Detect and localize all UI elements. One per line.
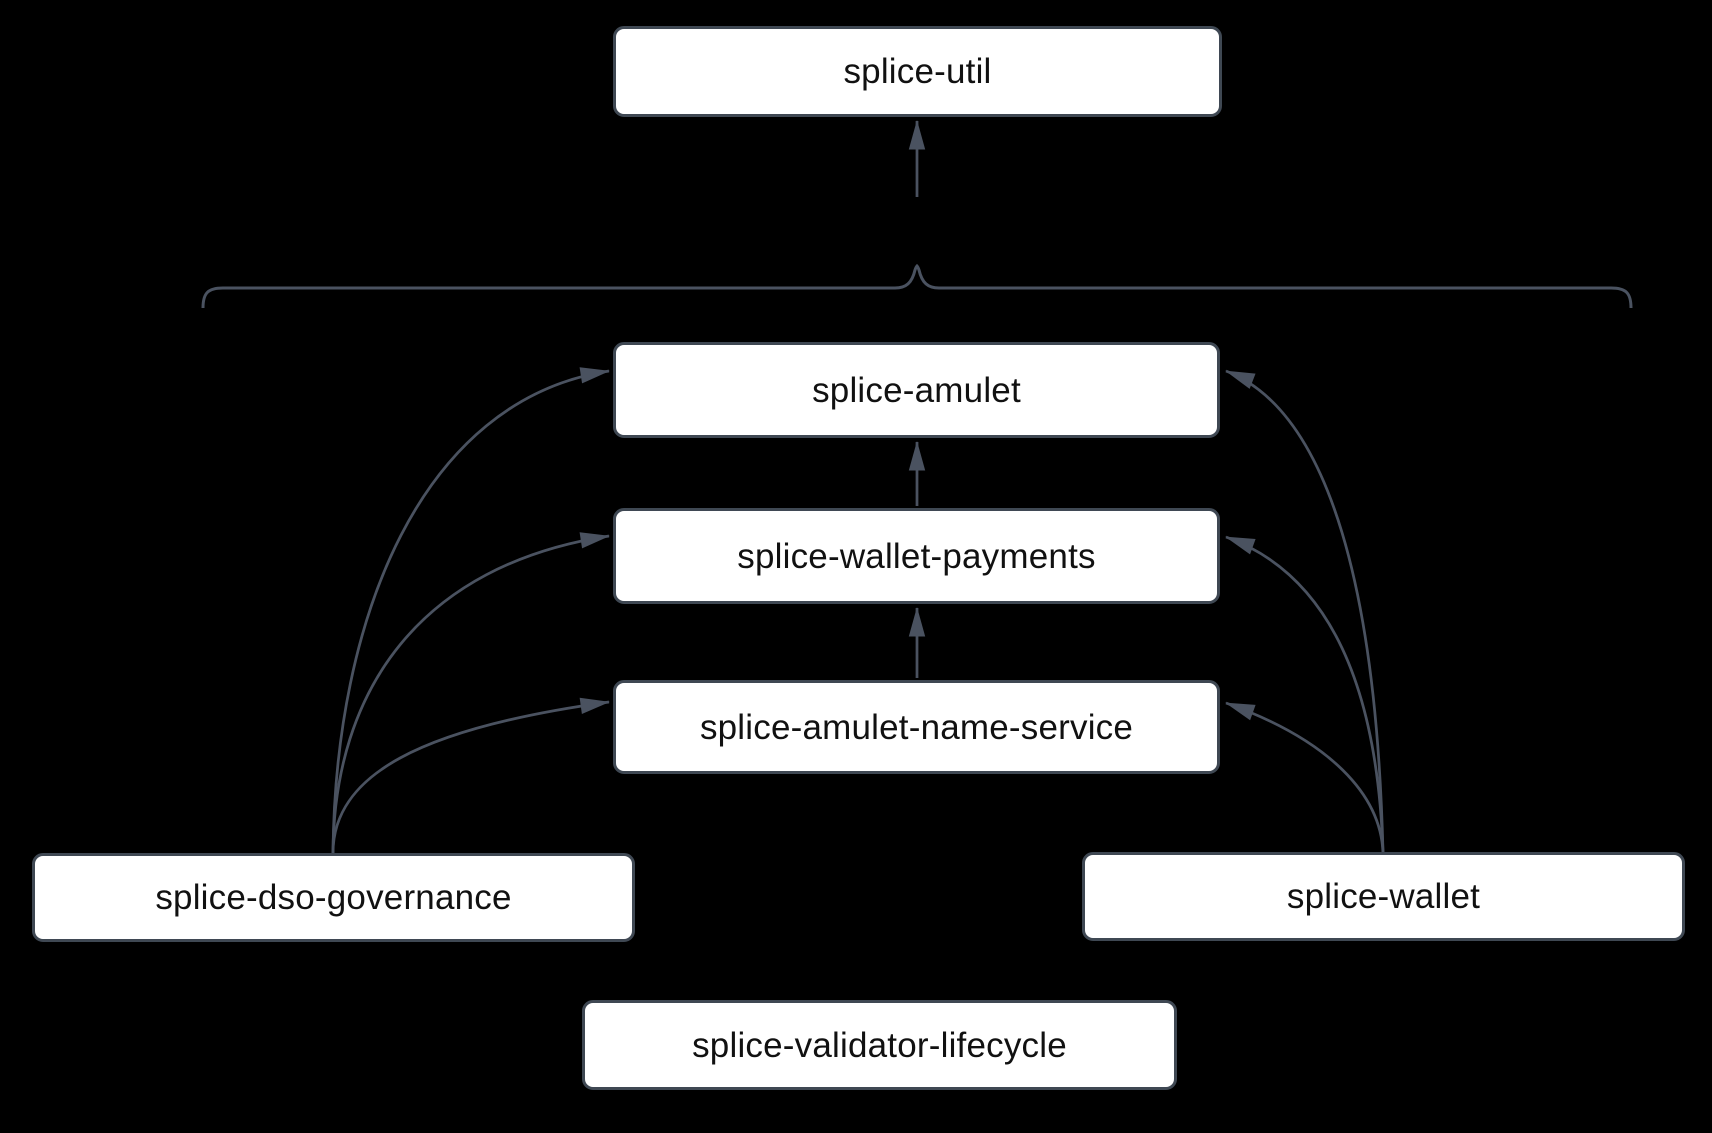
edge-dso-to-ans-arrow bbox=[331, 697, 610, 854]
node-splice-wallet: splice-wallet bbox=[1082, 852, 1685, 941]
edge-wallet-to-ans-arrow bbox=[1225, 701, 1385, 854]
node-splice-wallet-payments-label: splice-wallet-payments bbox=[737, 536, 1096, 576]
edge-wallet-to-amulet-arrow bbox=[1225, 369, 1385, 854]
group-brace bbox=[201, 263, 1633, 309]
node-splice-util: splice-util bbox=[613, 26, 1222, 117]
node-splice-wallet-payments: splice-wallet-payments bbox=[613, 508, 1220, 604]
node-splice-validator-lifecycle: splice-validator-lifecycle bbox=[582, 1000, 1177, 1090]
edge-wallet-to-payments-arrow bbox=[1225, 535, 1385, 854]
edge-dso-to-payments-arrow bbox=[331, 532, 610, 854]
node-splice-validator-lifecycle-label: splice-validator-lifecycle bbox=[692, 1025, 1067, 1065]
node-splice-dso-governance-label: splice-dso-governance bbox=[155, 878, 512, 917]
node-splice-amulet-name-service-label: splice-amulet-name-service bbox=[699, 707, 1134, 747]
node-splice-dso-governance: splice-dso-governance bbox=[32, 853, 635, 942]
node-splice-amulet-label: splice-amulet bbox=[812, 370, 1021, 410]
node-splice-wallet-label: splice-wallet bbox=[1286, 877, 1481, 916]
edge-dso-to-amulet-arrow bbox=[331, 367, 610, 854]
node-splice-amulet: splice-amulet bbox=[613, 342, 1220, 438]
node-splice-util-label: splice-util bbox=[843, 52, 992, 91]
node-splice-amulet-name-service: splice-amulet-name-service bbox=[613, 680, 1220, 774]
